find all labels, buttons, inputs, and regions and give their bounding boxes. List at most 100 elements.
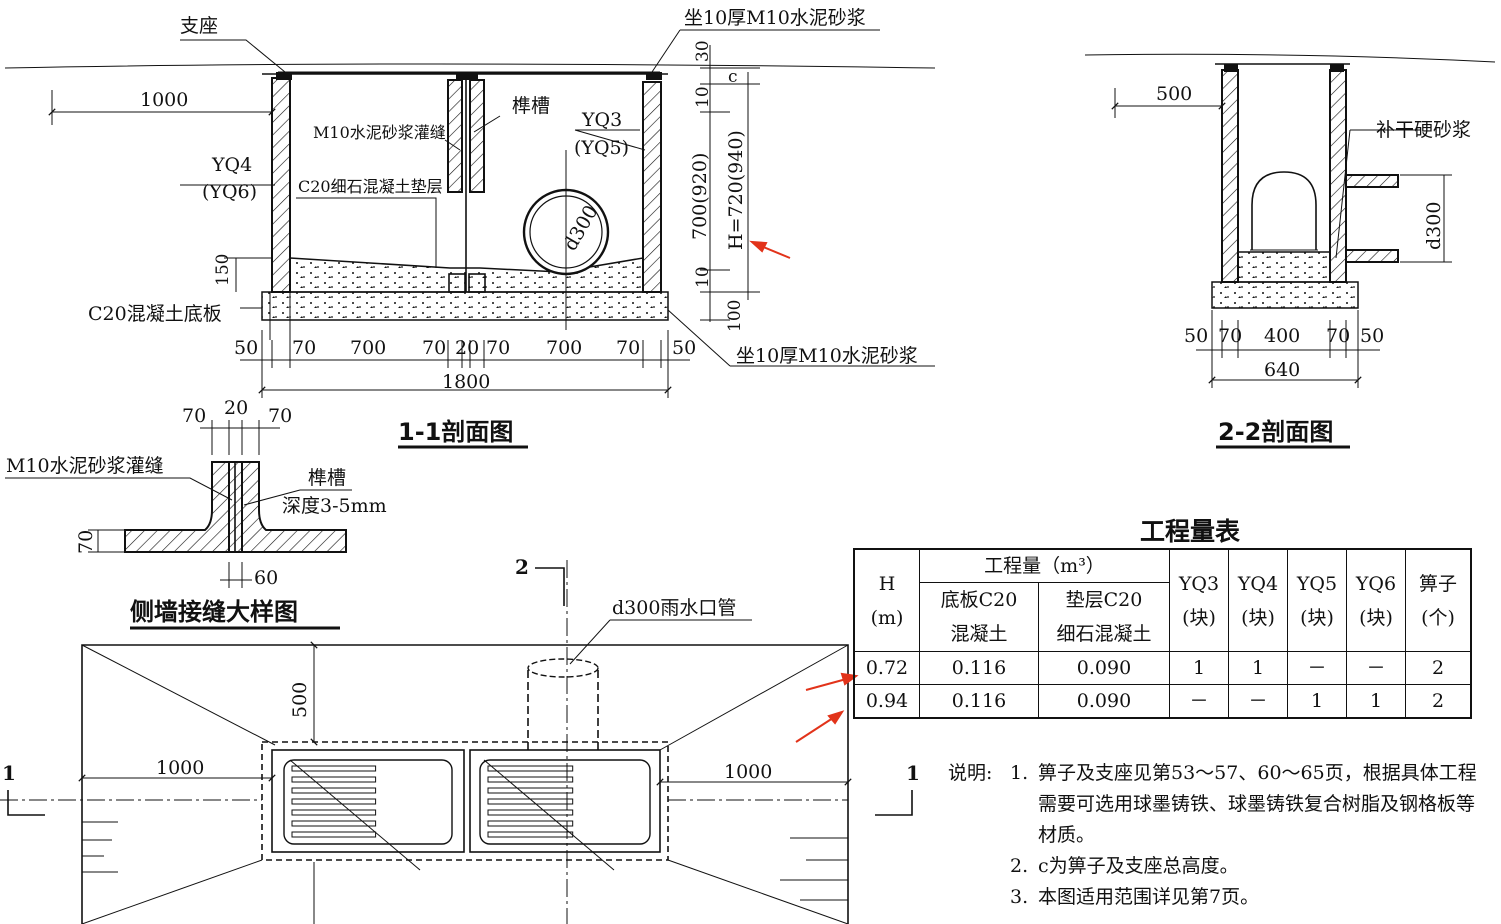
label-height-h: H=720(940) [725, 130, 747, 250]
label-joint-fill: M10水泥砂浆灌缝 [313, 123, 446, 142]
dim-bottom-0: 50 [234, 337, 258, 359]
cut-mark-2 [535, 567, 565, 606]
header-yq3: YQ3(块) [1169, 548, 1229, 652]
title-joint-detail: 侧墙接缝大样图 [130, 598, 298, 626]
base-slab-2-2 [1211, 281, 1359, 309]
grate-bar [487, 831, 574, 838]
label-depth-detail: 深度3-5mm [282, 495, 387, 517]
dim-joint-top-0: 70 [182, 405, 206, 427]
dim-total-1800: 1800 [442, 371, 490, 393]
cell-r1-c3: － [1169, 684, 1229, 719]
cut-label-1-right: 1 [906, 761, 920, 785]
label-cushion: C20细石混凝土垫层 [298, 177, 443, 196]
cut-label-1-left: 1 [2, 761, 16, 785]
grate-bar [487, 798, 574, 805]
grate-bar [487, 820, 574, 827]
fill-lines-left [82, 821, 118, 873]
label-tenon-groove: 榫槽 [512, 95, 550, 117]
cut-mark-1-right [875, 790, 913, 816]
quantity-table: H(m) 工程量（m³） YQ3(块) YQ4(块) YQ5(块) YQ6(块)… [853, 548, 1472, 719]
dim-joint-top-1: 20 [224, 397, 248, 419]
section-2-2: 500 补干硬砂浆 d300 50 70 400 70 50 640 2-2剖面… [1084, 53, 1496, 449]
note-num-3: 3. [1010, 886, 1029, 908]
dim-offset-1000: 1000 [140, 89, 188, 111]
note-text-2: c为箅子及支座总高度。 [1038, 855, 1239, 877]
grate-bar [291, 820, 377, 827]
notes-label: 说明: [948, 762, 993, 784]
dim-plan-top: 500 [289, 682, 311, 718]
dim-joint-bottom: 60 [254, 567, 278, 589]
grate-bar [291, 765, 377, 772]
dims-bottom-row: 50 70 700 70 20 70 700 70 50 [234, 337, 696, 359]
cell-r1-c4: － [1228, 684, 1288, 719]
dim-top-10: 10 [693, 86, 713, 108]
grate-bar [291, 776, 377, 783]
label-support: 支座 [180, 15, 218, 37]
dim-offset-500: 500 [1156, 83, 1192, 105]
notes: 说明: 1. 箅子及支座见第53～57、60～65页，根据具体工程需要可选用球墨… [948, 758, 1478, 913]
note-text-1: 箅子及支座见第53～57、60～65页，根据具体工程需要可选用球墨铸铁、球墨铸铁… [1038, 762, 1477, 846]
cell-r0-c4: 1 [1228, 651, 1288, 685]
label-mortar-bottom: 坐10厚M10水泥砂浆 [736, 345, 918, 367]
dim-top-30: 30 [693, 40, 713, 62]
dim-top-c: c [728, 67, 738, 87]
dim-plan-left: 1000 [156, 757, 204, 779]
cell-r0-c1: 0.116 [919, 651, 1039, 685]
middle-wall-left [447, 79, 463, 193]
label-yq5: (YQ5) [574, 137, 629, 159]
cut-mark-1-left [7, 790, 45, 816]
dim-bottom-5: 70 [486, 337, 510, 359]
dim-bottom-1: 70 [292, 337, 316, 359]
header-group: 工程量（m³） [919, 548, 1170, 583]
table-title: 工程量表 [1140, 517, 1241, 546]
grate-bar [291, 798, 377, 805]
label-tenon-detail: 榫槽 [308, 467, 346, 489]
cell-r0-c6: － [1346, 651, 1406, 685]
wall-left-2-2 [1221, 69, 1239, 283]
grate-bar [291, 809, 377, 816]
header-yq5: YQ5(块) [1287, 548, 1347, 652]
label-mortar-2-2: 补干硬砂浆 [1376, 119, 1471, 141]
grate-bar [487, 765, 574, 772]
label-yq4: YQ4 [211, 154, 252, 176]
fill-lines-right [780, 837, 848, 901]
dim-joint-top-2: 70 [268, 405, 292, 427]
table-row: 0.94 0.116 0.090 － － 1 1 2 [853, 684, 1472, 719]
cell-r0-c3: 1 [1169, 651, 1229, 685]
right-wall [642, 81, 662, 293]
cell-r0-c5: － [1287, 651, 1347, 685]
middle-wall-right [469, 79, 485, 193]
grate-bar [487, 776, 574, 783]
cut-label-2: 2 [515, 555, 529, 579]
dim-2-2-4: 50 [1360, 325, 1384, 347]
table-row: 0.72 0.116 0.090 1 1 － － 2 [853, 651, 1472, 685]
cell-r1-c5: 1 [1287, 684, 1347, 719]
cell-r0-c0: 0.72 [853, 651, 920, 685]
dim-bot-100: 100 [725, 300, 745, 332]
label-mortar-top: 坐10厚M10水泥砂浆 [684, 7, 866, 29]
dim-cushion-150: 150 [213, 254, 233, 286]
header-h: H(m) [853, 548, 920, 652]
wall-right-2-2 [1329, 69, 1347, 283]
base-slab [261, 291, 669, 321]
header-yq6: YQ6(块) [1346, 548, 1406, 652]
label-yq6: (YQ6) [202, 181, 257, 203]
dim-bottom-8: 50 [672, 337, 696, 359]
dim-bottom-7: 70 [616, 337, 640, 359]
label-base-slab: C20混凝土底板 [88, 303, 222, 325]
label-joint-fill-detail: M10水泥砂浆灌缝 [6, 455, 164, 477]
title-section-1-1: 1-1剖面图 [398, 418, 513, 446]
note-num-1: 1. [1010, 762, 1029, 784]
grate-bar [487, 787, 574, 794]
grate-bar [487, 809, 574, 816]
dim-bottom-2: 700 [350, 337, 386, 359]
dim-plan-right: 1000 [724, 761, 772, 783]
dim-2-2-3: 70 [1326, 325, 1350, 347]
grate-bar [291, 831, 377, 838]
section-1-1: 支座 坐10厚M10水泥砂浆 1000 YQ4 (YQ6) YQ3 (YQ5) … [4, 7, 936, 449]
dim-bot-10: 10 [693, 266, 713, 288]
